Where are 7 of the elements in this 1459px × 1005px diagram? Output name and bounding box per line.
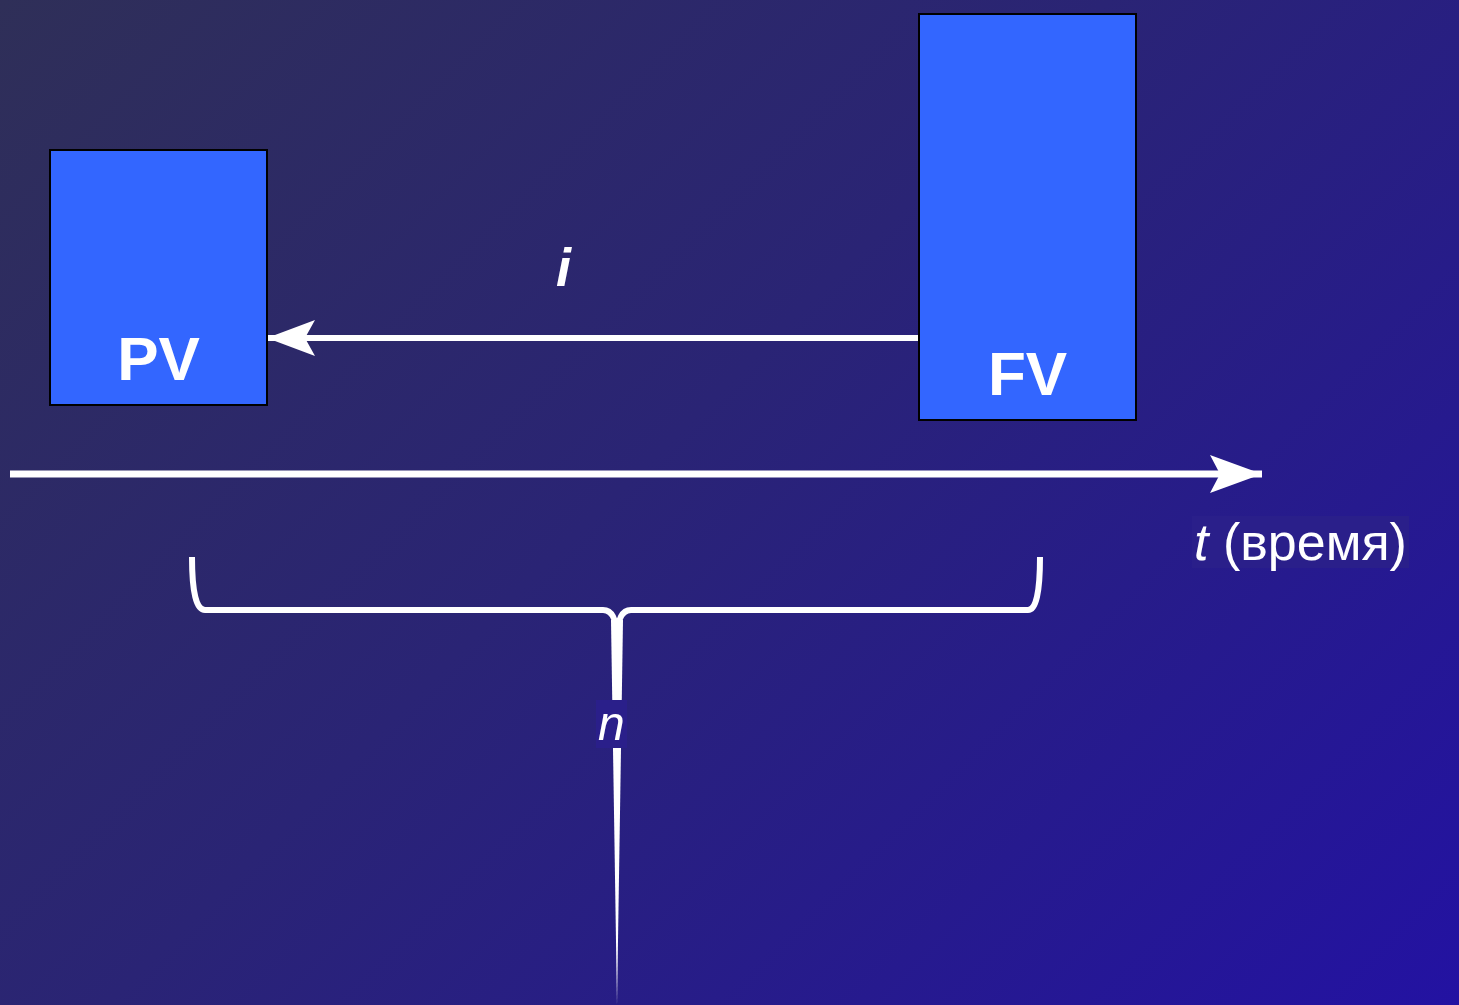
box-label: PV	[117, 328, 200, 390]
box-label: FV	[987, 343, 1068, 405]
value-box	[918, 13, 1137, 421]
arrow	[267, 320, 918, 356]
edge-label: i	[556, 240, 571, 294]
value-box	[49, 149, 268, 406]
brace-label: n	[596, 700, 627, 748]
